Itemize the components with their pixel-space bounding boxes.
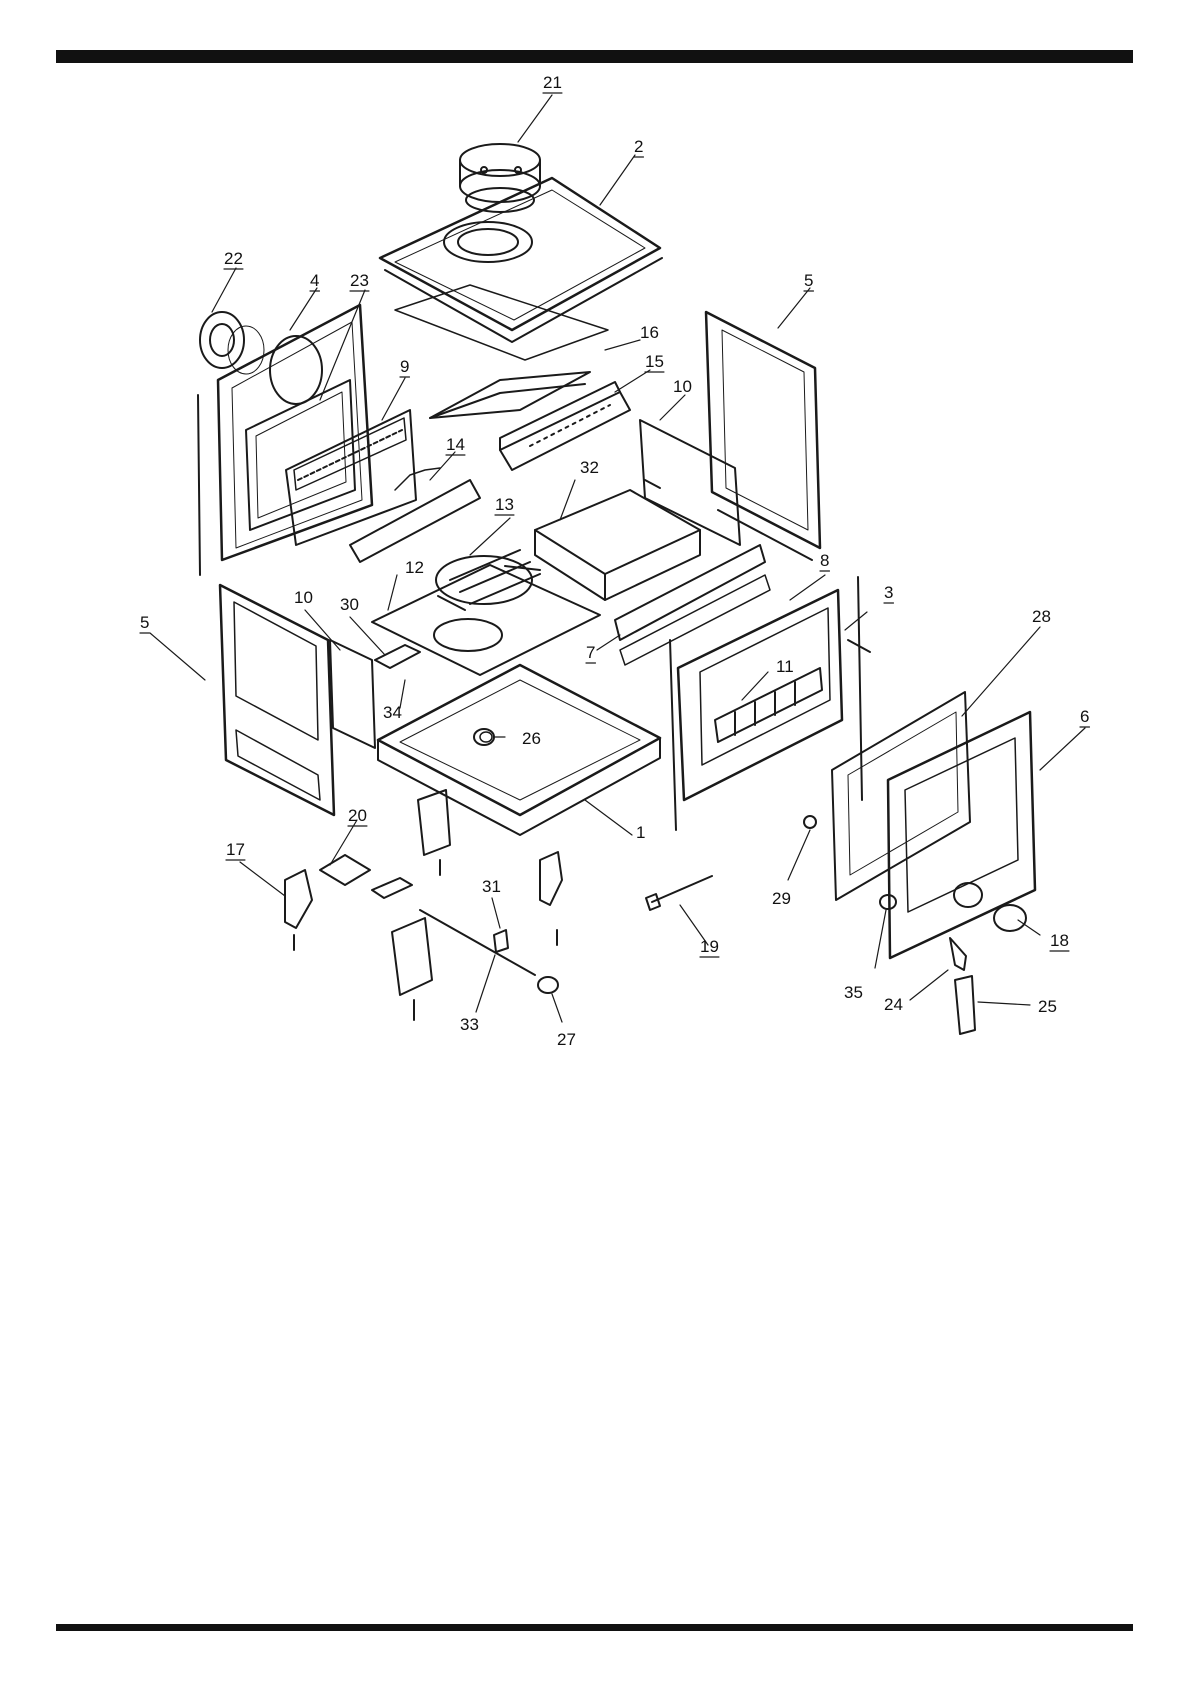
callout-10-upper: 10: [673, 377, 692, 396]
side-panel-part-5-right: [706, 312, 820, 560]
callout-10-lower: 10: [294, 588, 313, 607]
callout-29: 29: [772, 889, 791, 908]
callout-23: 23: [350, 271, 369, 290]
callout-18: 18: [1050, 931, 1069, 950]
ashpan-part-32: [535, 490, 700, 600]
leader-lines: [150, 95, 1085, 1022]
callout-33: 33: [460, 1015, 479, 1034]
handle-part-24: [950, 938, 966, 970]
door-part-6: [888, 712, 1035, 958]
callout-13: 13: [495, 495, 514, 514]
callout-20: 20: [348, 806, 367, 825]
callout-22: 22: [224, 249, 243, 268]
callout-25: 25: [1038, 997, 1057, 1016]
handle-grip-part-25: [955, 976, 975, 1034]
top-plate-part-2: [380, 178, 662, 360]
spacer-plate-part-30: [375, 645, 420, 668]
leg-rear: [418, 790, 450, 875]
callout-9: 9: [400, 357, 409, 376]
callout-16: 16: [640, 323, 659, 342]
side-panel-part-5-left: [220, 585, 334, 815]
leg-front-right: [540, 852, 562, 945]
callout-21: 21: [543, 73, 562, 92]
back-firebrick-part-9: [286, 410, 416, 545]
callout-27: 27: [557, 1030, 576, 1049]
callout-31: 31: [482, 877, 501, 896]
air-wash-part-8: [615, 545, 770, 665]
callout-26: 26: [522, 729, 541, 748]
callout-5-left: 5: [140, 613, 149, 632]
spigot-part-22: [200, 312, 264, 374]
callout-19: 19: [700, 937, 719, 956]
clip-part-31: [494, 930, 508, 952]
throat-plate-part-15: [500, 382, 630, 470]
callout-11: 11: [776, 657, 794, 676]
back-liner-part-23: [246, 380, 355, 530]
callout-12: 12: [405, 558, 424, 577]
riddling-tool-part-19: [646, 876, 712, 910]
callout-17: 17: [226, 840, 245, 859]
callout-1: 1: [636, 823, 645, 842]
base-part-1: [378, 665, 660, 835]
callout-34: 34: [383, 703, 402, 722]
leg-part-17: [285, 870, 312, 950]
callout-6: 6: [1080, 707, 1089, 726]
callout-24: 24: [884, 995, 903, 1014]
bush-part-26: [480, 732, 492, 742]
door-glass-part-28: [832, 692, 970, 900]
callout-2: 2: [634, 137, 643, 156]
callout-30: 30: [340, 595, 359, 614]
callout-4: 4: [310, 271, 319, 290]
spindle-part-27: [538, 977, 558, 993]
callout-14: 14: [446, 435, 465, 454]
callout-15: 15: [645, 352, 664, 371]
knob-part-29: [804, 816, 816, 828]
callout-underlines: [140, 93, 1089, 957]
callout-35: 35: [844, 983, 863, 1002]
callout-3: 3: [884, 583, 893, 602]
callout-32: 32: [580, 458, 599, 477]
callout-7: 7: [586, 643, 595, 662]
hinge-part-35: [880, 895, 896, 909]
side-firebrick-part-10-lower: [330, 640, 375, 748]
baffle-part-16: [430, 372, 590, 418]
bracket-part-20: [320, 855, 370, 885]
callout-8: 8: [820, 551, 829, 570]
tie-rod-part-3: [848, 577, 870, 800]
callout-5-right: 5: [804, 271, 813, 290]
callout-28: 28: [1032, 607, 1051, 626]
leg-front-left: [392, 918, 432, 1020]
air-control-part-18: [994, 905, 1026, 931]
bottom-rule: [56, 1624, 1133, 1631]
